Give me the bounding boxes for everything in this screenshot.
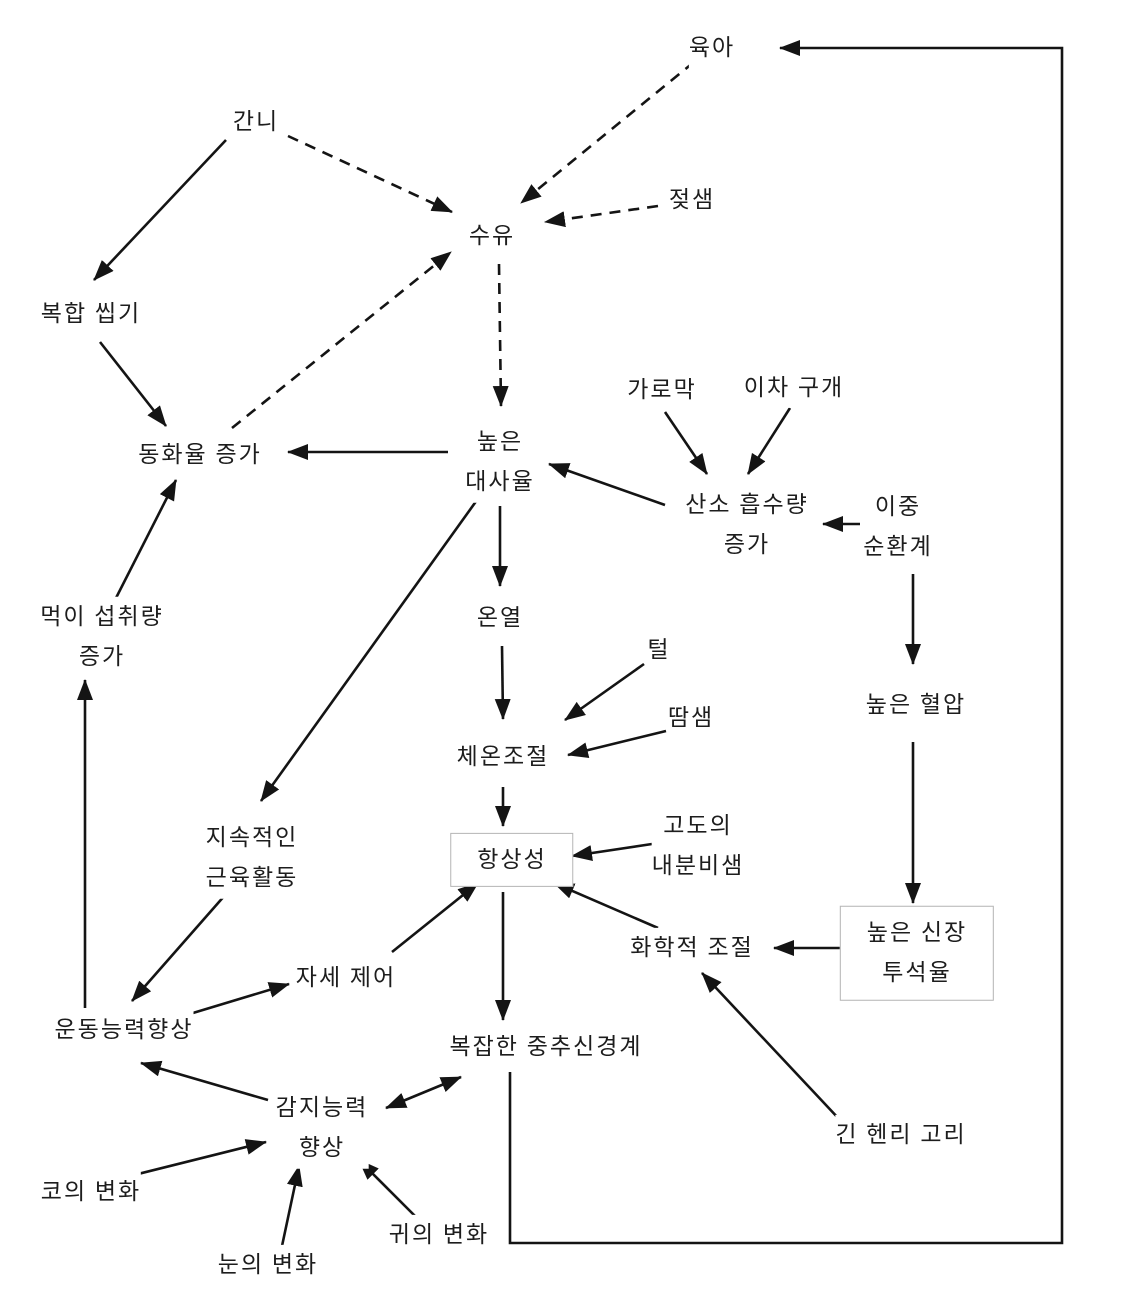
edge-henle-chemical: [701, 972, 841, 1121]
node-nose-changes: 코의 변화: [40, 1171, 142, 1213]
node-permanent-teeth: 간니: [232, 101, 280, 143]
node-eye-changes: 눈의 변화: [217, 1244, 319, 1286]
edge-sensory-cns-bidirectional: [385, 1075, 462, 1110]
edge-ear-sensory: [358, 1159, 421, 1222]
edge-sensory-locomotor: [140, 1060, 269, 1102]
edge-muscle-locomotor: [131, 893, 227, 1002]
node-assimilation-increase: 동화율 증가: [138, 434, 262, 476]
node-food-intake-increase: 먹이 섭취량 증가: [40, 596, 164, 678]
edge-hair-thermoregulation: [564, 662, 645, 722]
edge-permanent-teeth-chewing: [93, 139, 227, 281]
node-warmth: 온열: [476, 597, 524, 639]
node-diaphragm: 가로막: [627, 369, 697, 411]
node-ear-changes: 귀의 변화: [388, 1214, 490, 1256]
edge-oxygen-metabolic: [548, 462, 666, 507]
node-thermoregulation: 체온조절: [456, 736, 550, 778]
edge-suckling-metabolic-rate: [492, 263, 509, 407]
solid-arrows: [77, 40, 1064, 1247]
node-high-blood-pressure: 높은 혈압: [865, 684, 967, 726]
node-long-loop-of-henle: 긴 헨리 고리: [835, 1114, 967, 1156]
edge-food-intake-assimilation: [114, 479, 178, 599]
edge-diaphragm-oxygen: [663, 411, 709, 475]
node-suckling: 수유: [468, 215, 516, 257]
node-hair: 털: [647, 629, 671, 671]
edge-cns-parenting-feedback-loop: [508, 40, 1064, 1245]
edge-eye-sensory: [280, 1165, 303, 1247]
node-double-circulation: 이중 순환계: [863, 486, 933, 568]
node-parenting: 육아: [688, 27, 736, 69]
node-posture-control: 자세 제어: [295, 957, 397, 999]
edge-chewing-assimilation: [98, 341, 168, 427]
node-homeostasis: 항상성: [450, 832, 574, 888]
node-mammary-glands: 젖샘: [668, 179, 716, 221]
edge-palate-oxygen: [746, 407, 792, 475]
edge-nose-sensory: [121, 1139, 267, 1180]
edge-warmth-thermoregulation: [494, 645, 511, 720]
node-secondary-palate: 이차 구개: [743, 367, 845, 409]
node-complex-chewing: 복합 씹기: [40, 293, 142, 335]
edge-metabolic-muscle-activity: [259, 499, 479, 802]
node-sustained-muscle-activity: 지속적인 근육활동: [205, 817, 299, 899]
node-chemical-regulation: 화학적 조절: [630, 927, 754, 969]
edge-sweat-thermoregulation: [567, 729, 667, 759]
edge-posture-homeostasis: [391, 881, 479, 954]
dashed-arrows: [231, 60, 695, 430]
node-oxygen-uptake-increase: 산소 흡수량 증가: [685, 484, 809, 566]
node-complex-cns: 복잡한 중추신경계: [449, 1026, 643, 1068]
edge-permanent-teeth-suckling: [287, 134, 453, 214]
edge-mammary-glands-suckling: [544, 204, 659, 228]
edge-chemical-homeostasis: [553, 881, 659, 930]
node-high-kidney-filtration: 높은 신장 투석율: [839, 905, 995, 1001]
edge-locomotor-posture: [182, 982, 290, 1018]
edge-endocrine-homeostasis: [571, 842, 653, 861]
edge-assimilation-suckling: [231, 250, 452, 430]
node-locomotor-improvement: 운동능력향상: [54, 1009, 194, 1051]
node-sweat-glands: 땀샘: [667, 697, 715, 739]
node-high-metabolic-rate: 높은 대사율: [465, 421, 535, 503]
node-advanced-endocrine-glands: 고도의 내분비샘: [651, 805, 745, 887]
node-sensory-improvement: 감지능력 향상: [275, 1087, 369, 1169]
